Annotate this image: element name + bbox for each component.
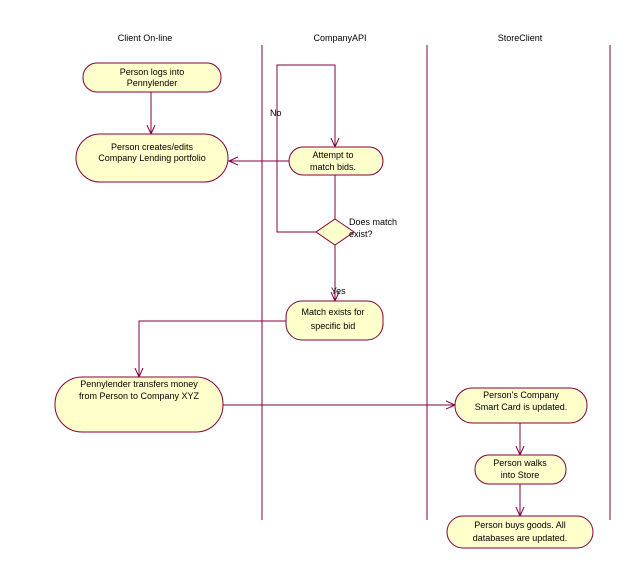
swimlane-label-client: Client On-line [118,33,173,43]
activity-edit-portfolio-line2: Company Lending portfolio [98,153,206,163]
decision-label-line2: exist? [349,229,373,239]
decision-label-line1: Does match [349,217,397,227]
activity-smart-card-line2: Smart Card is updated. [475,402,568,412]
activity-buy-goods-line2: databases are updated. [473,533,568,543]
activity-transfer: Pennylender transfers money from Person … [54,376,224,433]
activity-match-bids-line2: match bids. [310,162,356,172]
guard-no: No [270,108,282,118]
decision-node: Does match exist? [315,217,397,246]
activity-match-bids-line1: Attempt to [312,150,353,160]
activity-match-exists-line1: Match exists for [301,307,364,317]
activity-login: Person logs into Pennylender [82,62,222,93]
activity-match-exists: Match exists for specific bid [285,300,384,341]
activity-match-exists-line2: specific bid [311,321,356,331]
activity-login-line1: Person logs into [120,67,185,77]
transition-match-to-transfer [139,320,286,377]
guard-yes: Yes [331,286,346,296]
activity-smart-card: Person's Company Smart Card is updated. [454,387,588,424]
swimlane-dividers [261,45,611,520]
activity-edit-portfolio: Person creates/edits Company Lending por… [75,133,229,183]
activity-buy-goods: Person buys goods. All databases are upd… [446,515,594,549]
activity-walk-store: Person walks into Store [474,454,567,485]
activity-walk-store-line1: Person walks [493,458,547,468]
transitions [139,64,520,516]
activity-walk-store-line2: into Store [501,470,540,480]
transition-decision-no-loop [276,64,335,233]
activity-match-bids: Attempt to match bids. [288,146,384,176]
activity-smart-card-line1: Person's Company [483,390,559,400]
activity-edit-portfolio-line1: Person creates/edits [111,142,194,152]
activity-login-line2: Pennylender [127,78,178,88]
swimlane-label-store-client: StoreClient [498,33,543,43]
swimlane-label-company-api: CompanyAPI [313,33,366,43]
activity-buy-goods-line1: Person buys goods. All [474,520,566,530]
activity-transfer-line1: Pennylender transfers money [80,379,198,389]
activity-transfer-line2: from Person to Company XYZ [79,391,200,401]
